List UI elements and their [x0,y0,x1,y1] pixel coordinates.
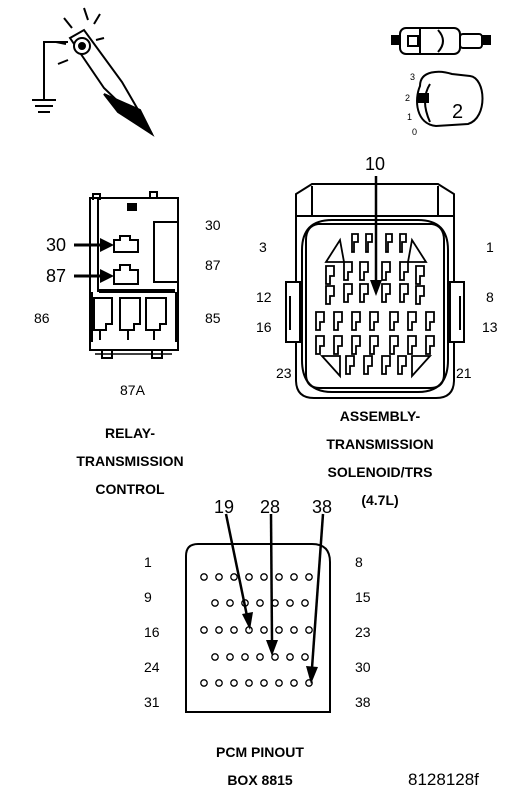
relay-pin-85-label: 85 [205,310,221,326]
pcm-pin [230,626,238,634]
pcm-pin [200,626,208,634]
relay-pin-30-arrow-label: 30 [46,235,67,255]
pcm-pin [286,653,294,661]
ignition-selected-position: 2 [452,101,463,123]
relay-pin-30-label: 30 [205,217,221,233]
pcm-pin [241,653,249,661]
pcm-pin [260,679,268,687]
pcm-pin [275,626,283,634]
relay-pin-87-label: 87 [205,257,221,273]
pcm-pin [275,679,283,687]
pcm-pin [305,573,313,581]
solenoid-pin-12-label: 12 [256,289,272,305]
pcm-pin [301,653,309,661]
pcm-pin [215,573,223,581]
relay-caption-line-1: RELAY- [104,425,156,441]
solenoid-pin-1-label: 1 [486,239,494,255]
pcm-pin [200,679,208,687]
relay-caption: RELAY- TRANSMISSION CONTROL [60,419,200,503]
pcm-callout-38: 38 [312,497,333,517]
relay-caption-line-3: CONTROL [95,481,165,497]
pcm-pin [286,599,294,607]
solenoid-pin-21-label: 21 [456,365,472,381]
pcm-callout-19: 19 [214,497,235,517]
solenoid-pin-3-label: 3 [259,239,267,255]
pcm-pin [301,599,309,607]
solenoid-caption: ASSEMBLY- TRANSMISSION SOLENOID/TRS (4.7… [300,402,460,514]
pcm-left-label-1: 1 [144,554,152,570]
pcm-pin [215,679,223,687]
pcm-pin [211,653,219,661]
pcm-left-label-9: 9 [144,589,152,605]
pcm-pin [290,573,298,581]
solenoid-connector [285,183,465,399]
pcm-callout-28: 28 [260,497,281,517]
pcm-pin [226,599,234,607]
pcm-right-label-8: 8 [355,554,363,570]
solenoid-pin-16-label: 16 [256,319,272,335]
relay-caption-line-2: TRANSMISSION [76,453,184,469]
pcm-left-label-31: 31 [144,694,160,710]
relay-pin-87a-label: 87A [120,382,145,398]
solenoid-pin-13-label: 13 [482,319,498,335]
pcm-pin [256,653,264,661]
solenoid-caption-line-1: ASSEMBLY- [339,408,421,424]
pcm-left-label-16: 16 [144,624,160,640]
pcm-pin [260,626,268,634]
pcm-pin-grid [200,573,313,687]
solenoid-callout-10: 10 [365,154,386,174]
solenoid-caption-line-2: TRANSMISSION [326,436,434,452]
test-light-probe-icon [32,7,155,137]
solenoid-pin-23-label: 23 [276,365,292,381]
pcm-pin [290,679,298,687]
solenoid-callout-arrow [370,176,382,296]
pcm-pin [230,679,238,687]
pcm-caption-line-2: BOX 8815 [227,772,293,788]
ignition-position-1: 1 [407,112,412,122]
solenoid-caption-line-3: SOLENOID/TRS [327,464,433,480]
pcm-right-label-30: 30 [355,659,371,675]
relay-pin-86-label: 86 [34,310,50,326]
pcm-left-label-24: 24 [144,659,160,675]
ignition-position-2: 2 [405,93,410,103]
pcm-pin [305,626,313,634]
solenoid-pin-8-label: 8 [486,289,494,305]
pcm-pin [245,573,253,581]
pcm-callout-arrows [224,513,325,684]
figure-id: 8128128f [408,770,479,789]
relay-pin-87-arrow-label: 87 [46,266,67,286]
pcm-pin [215,626,223,634]
pcm-caption: PCM PINOUT BOX 8815 [190,738,330,794]
pcm-right-label-38: 38 [355,694,371,710]
pcm-pin [230,573,238,581]
pcm-right-label-23: 23 [355,624,371,640]
pcm-pin [226,653,234,661]
pcm-pin [200,573,208,581]
pcm-pin [290,626,298,634]
relay-pin-arrows [74,238,114,283]
ignition-position-0: 0 [412,127,417,137]
pcm-pin [245,679,253,687]
solenoid-caption-line-4: (4.7L) [361,492,399,508]
ignition-switch-icon [391,27,491,128]
pcm-right-label-15: 15 [355,589,371,605]
ignition-position-3: 3 [410,72,415,82]
pcm-pin [271,653,279,661]
relay-connector [89,191,179,359]
pcm-caption-line-1: PCM PINOUT [216,744,304,760]
pcm-pin [256,599,264,607]
solenoid-terminals [315,233,435,379]
pcm-pin [275,573,283,581]
pcm-pin [260,573,268,581]
pcm-pin [211,599,219,607]
